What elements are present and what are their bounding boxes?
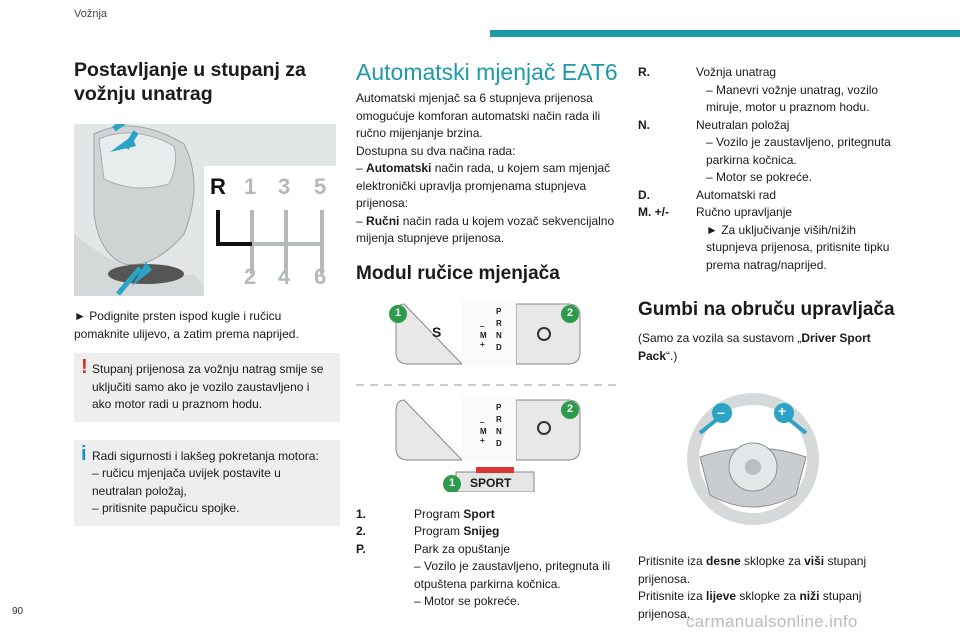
automatic-gearbox-title: Automatski mjenjač EAT6 (356, 59, 618, 85)
list-item: D. Automatski rad (638, 187, 777, 202)
list-item: P. Park za opuštanje – Vozilo je zaustav… (356, 541, 611, 609)
right-paddle-text: Pritisnite iza desne sklopke za viši stu… (638, 554, 867, 586)
list-item: 2. Program Snijeg (356, 524, 500, 538)
paddles-note: (Samo za vozila sa sustavom „Driver Spor… (638, 331, 871, 363)
watermark: carmanualsonline.info (686, 612, 858, 631)
badge-2: 2 (567, 402, 574, 415)
module-title: Modul ručice mjenjača (356, 262, 560, 284)
info-line: Radi sigurnosti i lakšeg pokretanja moto… (92, 448, 319, 463)
selector-panel-side-bottom: – M + (480, 417, 487, 445)
gear-shift-pattern: R 1 3 5 2 4 6 (208, 174, 332, 290)
left-paddle-text: Pritisnite iza lijeve sklopke za niži st… (638, 589, 862, 621)
gear-knob-illustration: R 1 3 5 2 4 6 (74, 124, 336, 296)
gear-label-r: R (210, 174, 226, 199)
list-item: N. Neutralan položaj– Vozilo je zaustavl… (638, 117, 891, 185)
gear-label-3: 3 (278, 174, 291, 199)
modes-intro: Dostupna su dva načina rada: (356, 143, 516, 158)
gear-label-5: 5 (314, 174, 327, 199)
selector-panel-side-top: – M + (480, 321, 487, 349)
program-list: 1. Program Sport 2. Program Snijeg P. Pa… (356, 506, 622, 611)
gear-label-6: 6 (314, 264, 327, 289)
reverse-gear-title: Postavljanje u stupanj za vožnju unatrag (74, 59, 306, 105)
header-accent-bar (490, 30, 960, 37)
sport-button-label: SPORT (470, 475, 512, 490)
badge-2: 2 (567, 306, 574, 319)
plus-paddle-icon: + (778, 403, 787, 419)
mode-automatic: – Automatski način rada, u kojem sam mje… (356, 161, 611, 210)
info-line: – pritisnite papučicu spojke. (92, 501, 240, 515)
sport-s-button: S (432, 323, 442, 340)
badge-1: 1 (395, 306, 402, 319)
warning-icon: ! (81, 356, 88, 378)
gear-label-4: 4 (278, 264, 291, 289)
reverse-instruction: ► Podignite prsten ispod kugle i ručicu … (74, 309, 299, 341)
mode-manual: – Ručni način rada u kojem vozač sekvenc… (356, 213, 615, 246)
minus-paddle-icon: – (717, 404, 725, 420)
warning-box: ! Stupanj prijenosa za vožnju natrag smi… (74, 353, 340, 422)
list-item: 1. Program Sport (356, 506, 495, 521)
badge-1: 1 (449, 476, 456, 489)
selector-panel-bottom: P R N D (496, 402, 502, 448)
section-header: Vožnja (74, 8, 108, 20)
selector-panel-top: P R N D (496, 306, 502, 352)
info-line: – ručicu mjenjača uvijek postavite u neu… (92, 466, 281, 498)
info-box: i Radi sigurnosti i lakšeg pokretanja mo… (74, 439, 340, 526)
gear-module-illustration: 1 2 2 1 S SPORT P R N D – M + P R N D – … (356, 292, 622, 492)
paddles-title: Gumbi na obruču upravljača (638, 299, 895, 320)
automatic-intro: Automatski mjenjač sa 6 stupnjeva prijen… (356, 91, 601, 140)
list-item: R. Vožnja unatrag– Manevri vožnje unatra… (638, 65, 879, 114)
gear-label-1: 1 (244, 174, 257, 199)
info-icon: i (81, 442, 87, 465)
column-gear-positions: R. Vožnja unatrag– Manevri vožnje unatra… (638, 64, 904, 623)
column-reverse-gear: Postavljanje u stupanj za vožnju unatrag… (74, 58, 340, 526)
page-number: 90 (12, 606, 24, 617)
steering-wheel-illustration: – + (678, 379, 828, 529)
column-automatic-gearbox: Automatski mjenjač EAT6 Automatski mjenj… (356, 58, 622, 611)
gear-label-2: 2 (244, 264, 257, 289)
list-item: M. +/- Ručno upravljanje► Za uključivanj… (638, 205, 890, 272)
warning-text: Stupanj prijenosa za vožnju natrag smije… (92, 362, 324, 411)
